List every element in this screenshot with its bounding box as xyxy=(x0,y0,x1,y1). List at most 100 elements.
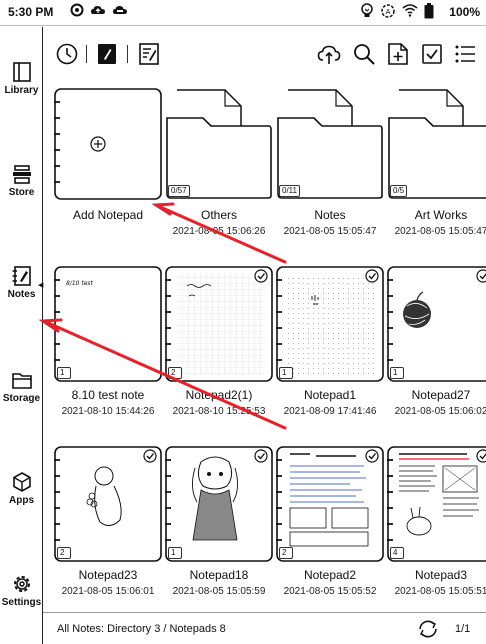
card-name: Notes xyxy=(314,208,346,222)
note-card-8-10-test-note[interactable]: 8/10 test 1 8.10 test note 2021-08-10 15… xyxy=(54,266,162,417)
card-date: 2021-08-05 15:05:52 xyxy=(283,586,377,597)
card-date: 2021-08-05 15:05:51 xyxy=(394,586,486,597)
select-icon xyxy=(422,44,442,64)
battery-level: 100% xyxy=(449,5,480,19)
folder-card-others[interactable]: 0/57 Others 2021-08-05 15:06:26 xyxy=(165,88,273,237)
select-button[interactable] xyxy=(420,42,444,66)
settings-icon xyxy=(13,576,30,592)
folder-card-notes[interactable]: 0/11 Notes 2021-08-05 15:05:47 xyxy=(276,88,384,237)
card-date: 2021-08-05 15:06:01 xyxy=(61,586,155,597)
page-count-badge: 2 xyxy=(57,547,71,559)
folder-card-art-works[interactable]: 0/5 Art Works 2021-08-05 15:05:47 xyxy=(387,88,486,237)
page-count-badge: 1 xyxy=(279,367,293,379)
wifi-icon xyxy=(402,4,418,17)
notebook-thumb xyxy=(165,266,273,382)
notepad-icon xyxy=(98,44,116,64)
notebook-thumb xyxy=(276,266,384,382)
sidebar-item-label: Store xyxy=(8,187,35,198)
toolbar xyxy=(43,27,486,79)
folder-icon xyxy=(166,89,272,199)
library-icon xyxy=(12,62,31,82)
notebook-thumb xyxy=(276,446,384,562)
notepad-view-button[interactable] xyxy=(95,42,119,66)
note-handwriting: 8/10 test xyxy=(66,280,94,287)
note-card-notepad2[interactable]: 2 Notepad2 2021-08-05 15:05:52 xyxy=(276,446,384,597)
notebook-thumb xyxy=(165,446,273,562)
list-notes-button[interactable] xyxy=(137,42,161,66)
card-name: Notepad23 xyxy=(78,568,138,582)
card-name: Notepad2 xyxy=(303,568,357,582)
storage-icon xyxy=(11,373,32,389)
sidebar-item-apps[interactable]: Apps xyxy=(0,471,43,506)
notebook-thumb xyxy=(387,446,486,562)
status-left-icons xyxy=(70,3,128,17)
note-card-notepad1[interactable]: 1 Notepad1 2021-08-09 17:41:46 xyxy=(276,266,384,417)
folder-icon xyxy=(277,89,383,199)
card-date: 2021-08-05 15:05:47 xyxy=(283,226,377,237)
sidebar: Library Store Notes ◀ Storage Apps Setti… xyxy=(0,27,43,644)
note-card-notepad18[interactable]: 1 Notepad18 2021-08-05 15:05:59 xyxy=(165,446,273,597)
search-button[interactable] xyxy=(352,42,376,66)
page-count-badge: 1 xyxy=(390,367,404,379)
card-name: Add Notepad xyxy=(72,208,144,222)
card-name: Notepad1 xyxy=(303,388,357,402)
notebook-thumb: 8/10 test xyxy=(54,266,162,382)
card-name: Notepad27 xyxy=(411,388,471,402)
svg-text:A: A xyxy=(386,8,391,16)
sidebar-item-label: Library xyxy=(4,85,39,96)
toolbar-divider xyxy=(86,45,87,63)
cloud-sync-icon xyxy=(317,45,341,64)
sidebar-item-settings[interactable]: Settings xyxy=(0,573,43,608)
notes-summary: All Notes: Directory 3 / Notepads 8 xyxy=(57,623,226,635)
item-count-badge: 0/5 xyxy=(390,185,408,197)
sidebar-item-notes[interactable]: Notes xyxy=(0,265,43,300)
sidebar-item-label: Notes xyxy=(7,289,36,300)
menu-icon xyxy=(455,45,475,63)
sidebar-item-label: Settings xyxy=(1,597,42,608)
card-date: 2021-08-05 15:05:47 xyxy=(394,226,486,237)
status-time: 5:30 PM xyxy=(8,5,54,19)
card-date: 2021-08-05 15:06:02 xyxy=(394,406,486,417)
note-card-notepad27[interactable]: 1 Notepad27 2021-08-05 15:06:02 xyxy=(387,266,486,417)
notebook-thumb xyxy=(387,266,486,382)
toolbar-divider xyxy=(127,45,128,63)
add-notepad-thumb xyxy=(54,88,162,200)
sidebar-item-library[interactable]: Library xyxy=(0,61,43,96)
active-caret-icon: ◀ xyxy=(38,282,44,289)
search-icon xyxy=(354,44,375,65)
add-notepad-card[interactable]: Add Notepad xyxy=(54,88,162,222)
page-count-badge: 1 xyxy=(168,547,182,559)
card-name: Notepad3 xyxy=(414,568,468,582)
sidebar-item-storage[interactable]: Storage xyxy=(0,369,43,404)
cloud-upload-icon xyxy=(91,6,105,14)
sidebar-item-label: Storage xyxy=(2,393,41,404)
note-card-notepad2-1[interactable]: 2 Notepad2(1) 2021-08-10 15:25:53 xyxy=(165,266,273,417)
status-right-icons: A xyxy=(360,3,434,19)
new-folder-icon xyxy=(388,43,408,65)
page-count-badge: 2 xyxy=(168,367,182,379)
item-count-badge: 0/57 xyxy=(168,185,190,197)
new-folder-button[interactable] xyxy=(386,42,410,66)
sidebar-item-store[interactable]: Store xyxy=(0,163,43,198)
refresh-mode-icon: A xyxy=(381,4,395,18)
page-indicator: 1/1 xyxy=(455,623,471,635)
recent-button[interactable] xyxy=(55,42,79,66)
recent-icon xyxy=(56,43,78,65)
card-date: 2021-08-05 15:05:59 xyxy=(172,586,266,597)
menu-button[interactable] xyxy=(453,42,477,66)
footer-bar: All Notes: Directory 3 / Notepads 8 1/1 xyxy=(43,612,486,644)
sidebar-item-label: Apps xyxy=(9,495,34,506)
note-card-notepad23[interactable]: 2 Notepad23 2021-08-05 15:06:01 xyxy=(54,446,162,597)
status-bar: 5:30 PM A 100% xyxy=(0,0,486,26)
card-name: Art Works xyxy=(414,208,468,222)
notification-icon xyxy=(70,3,84,17)
cloud-sync-button[interactable] xyxy=(317,42,341,66)
page-count-badge: 2 xyxy=(279,547,293,559)
refresh-icon[interactable] xyxy=(417,619,439,639)
battery-icon xyxy=(424,3,434,19)
card-name: Notepad18 xyxy=(189,568,249,582)
cloud-sync-status-icon xyxy=(113,6,127,14)
card-date: 2021-08-09 17:41:46 xyxy=(283,406,377,417)
folder-icon xyxy=(388,89,486,199)
note-card-notepad3[interactable]: 4 Notepad3 2021-08-05 15:05:51 xyxy=(387,446,486,597)
